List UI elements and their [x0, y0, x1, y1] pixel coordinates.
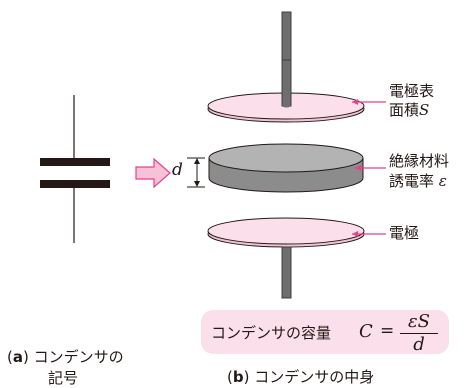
dielectric-label-line2: 誘電率 ε: [389, 172, 447, 190]
symbol-plate-bottom: [40, 180, 110, 188]
gap-var-label: d: [172, 160, 183, 180]
bottom-lead-pin: [281, 246, 292, 299]
formula-numerator: εS: [408, 311, 430, 332]
formula-fraction: εS d: [394, 312, 444, 355]
formula-lhs: C: [359, 321, 373, 342]
dielectric-block: [208, 143, 364, 193]
formula-label: コンデンサの容量: [211, 324, 332, 342]
detail-caption: (b) コンデンサの中身: [227, 368, 375, 386]
capacitor-symbol: [40, 95, 110, 243]
formula-box: [201, 310, 449, 354]
formula-denominator: d: [413, 334, 425, 356]
plate-area-label-line2: 面積S: [389, 101, 430, 119]
pointer-arrow-icon: [135, 157, 171, 189]
plate-area-label-line1: 電極表: [389, 82, 435, 100]
top-electrode-plate: [207, 59, 365, 123]
symbol-plate-top: [40, 158, 110, 166]
gap-dimension: [187, 157, 205, 188]
plate-area-var: S: [419, 101, 430, 119]
fraction-bar: [400, 333, 438, 335]
formula-equals: =: [380, 321, 395, 341]
dielectric-var: ε: [438, 172, 447, 190]
symbol-caption-line1: (a) コンデンサの: [7, 348, 124, 366]
bottom-electrode-plate: [207, 217, 365, 248]
dielectric-label-line1: 絶縁材料: [389, 152, 450, 170]
symbol-caption-line2: 記号: [48, 369, 79, 387]
electrode-label: 電極: [389, 224, 420, 242]
